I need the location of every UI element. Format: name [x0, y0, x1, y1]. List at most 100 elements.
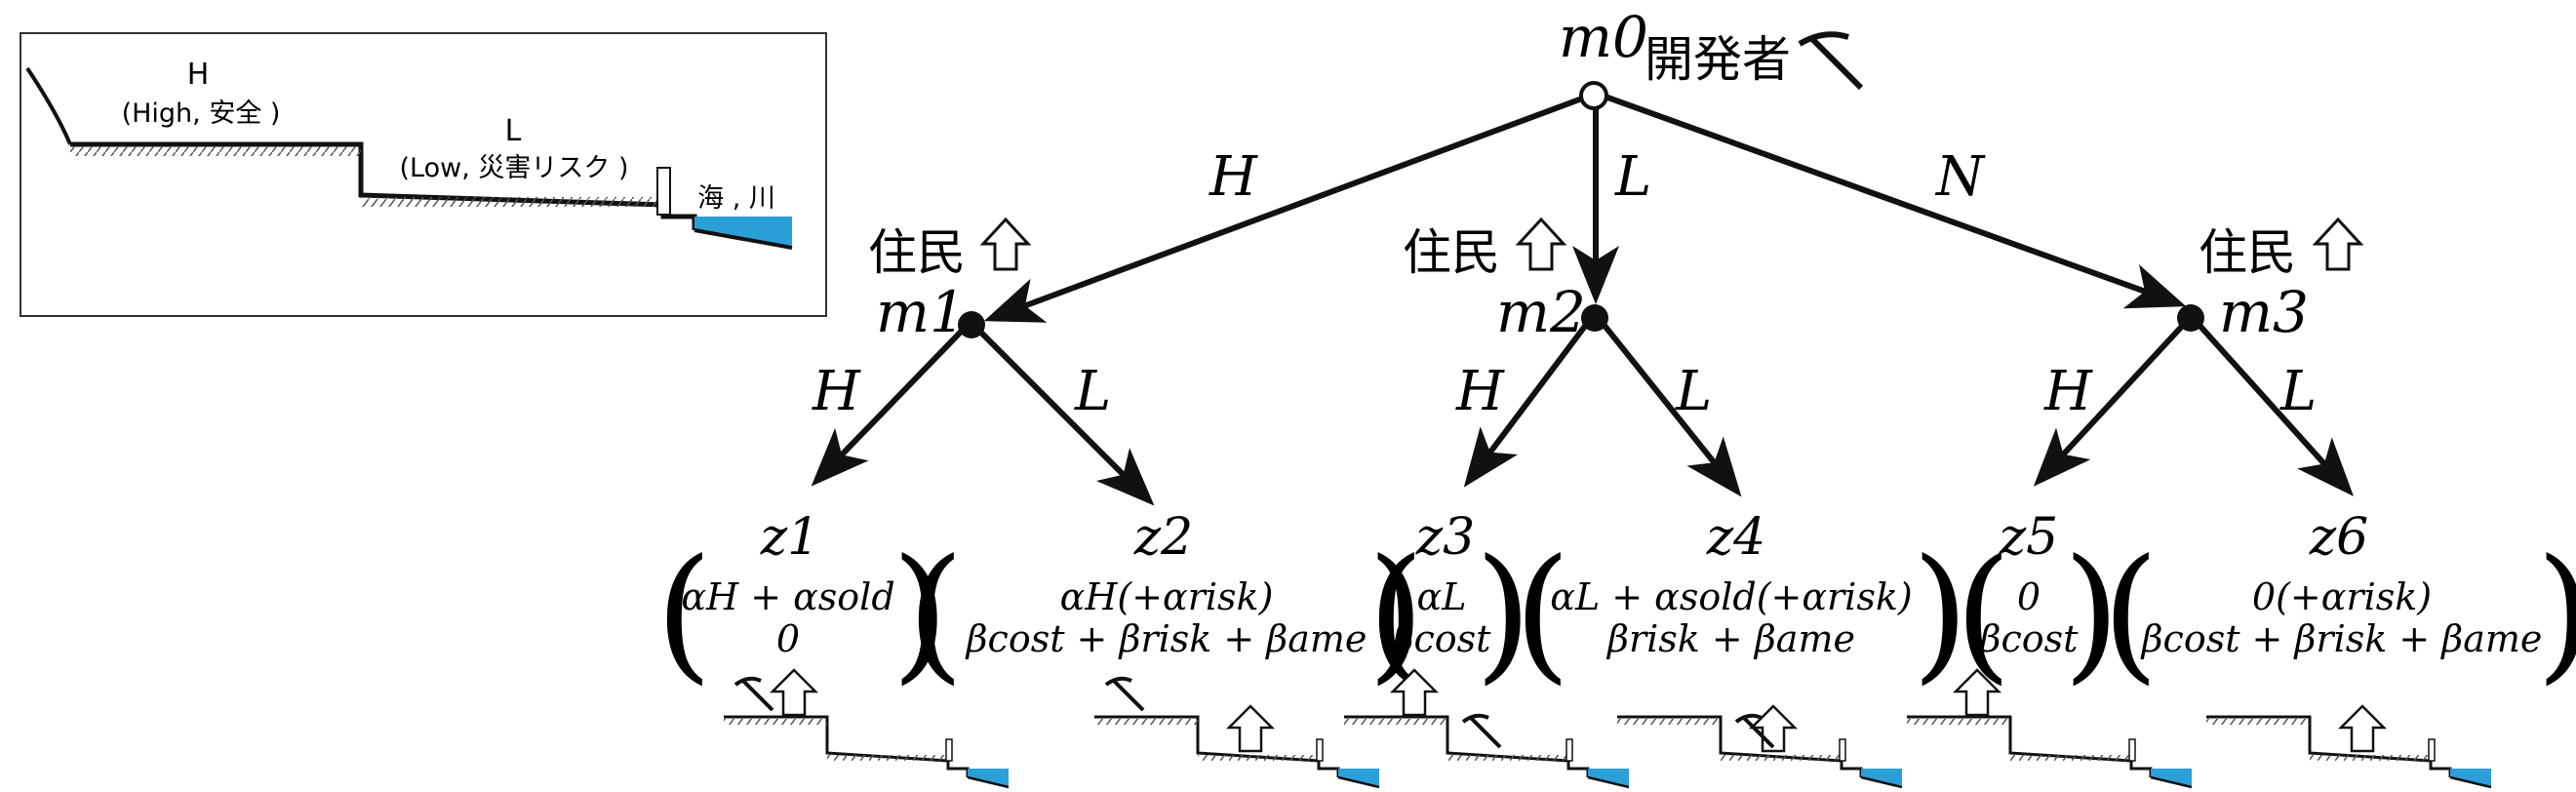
- inset-high-desc: (High, 安全 ): [122, 99, 281, 129]
- root-node: [1579, 81, 1608, 110]
- move-label-res-l: L: [1074, 360, 1111, 423]
- edge-m1-z1: [811, 322, 971, 487]
- inset-frame: [20, 32, 827, 317]
- resident-player-label: 住民: [2199, 224, 2296, 281]
- water-icon: [1338, 769, 1379, 786]
- leaf-label: z6: [2309, 508, 2368, 567]
- hill-slope: [25, 66, 72, 145]
- house-icon: [1952, 668, 2002, 717]
- payoff-resident: βcost: [1391, 617, 1492, 660]
- leaf-z4: z4 ( αL + αsold(+αrisk) βrisk + βame ): [1514, 508, 1969, 698]
- terrain-scene: [1094, 676, 1380, 789]
- node-m1: [958, 311, 985, 338]
- right-paren: ): [1912, 529, 1969, 698]
- left-paren: (: [1514, 529, 1571, 698]
- payoff-developer: αL: [1417, 575, 1467, 618]
- levee-icon: [1565, 738, 1573, 762]
- move-label-res-h: H: [812, 360, 861, 423]
- leaf-z5: z5 ( 0 βcost ): [1955, 508, 2120, 698]
- resident-player-label: 住民: [868, 224, 966, 281]
- house-icon: [1515, 217, 1567, 271]
- leaf-label: z3: [1415, 508, 1475, 567]
- resident-node-label: m2: [1496, 279, 1586, 345]
- leaf-label: z1: [760, 508, 819, 567]
- water-icon: [694, 217, 792, 246]
- pickaxe-icon: [733, 676, 762, 687]
- terrain-line: [1617, 715, 1863, 777]
- resident-player-label: 住民: [1403, 224, 1500, 281]
- leaf-label: z4: [1706, 508, 1765, 567]
- edge-m0-m3: [1601, 93, 2187, 309]
- house-icon: [1389, 668, 1440, 717]
- levee-icon: [945, 738, 953, 762]
- pickaxe-icon: [1734, 713, 1763, 724]
- tree-nodes: [958, 81, 2204, 338]
- tree-edges: [811, 93, 2355, 506]
- payoff-resident: βrisk + βame: [1605, 617, 1855, 660]
- inset-low-letter: L: [505, 114, 522, 148]
- levee-icon: [656, 167, 671, 216]
- edge-m2-z4: [1595, 315, 1742, 497]
- payoff-resident: βcost: [1978, 617, 2080, 660]
- right-paren: ): [892, 529, 949, 698]
- move-label-res-l: L: [2279, 360, 2317, 423]
- edge-m1-z2: [971, 322, 1155, 506]
- terrain-line: [724, 715, 970, 777]
- move-label-res-h: H: [2043, 360, 2093, 423]
- left-paren: (: [1955, 529, 2012, 698]
- house-icon: [2312, 217, 2364, 271]
- left-paren: (: [655, 529, 713, 698]
- payoff-developer: αH(+αrisk): [1060, 575, 1274, 618]
- node-m3: [2177, 304, 2204, 332]
- house-icon: [1748, 704, 1799, 753]
- leaf-z6: z6 ( 0(+αrisk) βcost + βrisk + βame ): [2102, 508, 2576, 698]
- root-node-label: m0: [1559, 4, 1648, 70]
- terrain-scene: [1617, 704, 1903, 789]
- resident-node-3: 住民 m3: [2199, 217, 2364, 345]
- terrain-scene: [724, 668, 1010, 789]
- levee-icon: [2128, 738, 2136, 762]
- water-icon: [1588, 769, 1629, 786]
- root-player-label: 開発者: [1645, 31, 1791, 88]
- right-paren: ): [2063, 529, 2120, 698]
- edge-m3-z5: [2033, 317, 2191, 487]
- levee-icon: [1839, 738, 1846, 762]
- node-m2: [1581, 304, 1608, 332]
- house-icon: [979, 217, 1032, 271]
- water-icon: [2450, 769, 2491, 786]
- leaf-z2: z2 ( αH(+αrisk) βcost + βrisk + βame ): [907, 508, 1425, 698]
- water-icon: [1861, 769, 1902, 786]
- pickaxe-icon: [1104, 676, 1132, 687]
- levee-icon: [2428, 738, 2436, 762]
- house-icon: [2337, 704, 2388, 753]
- pickaxe-icon: [1461, 713, 1489, 724]
- payoff-developer: αL + αsold(+αrisk): [1550, 575, 1912, 618]
- resident-node-2: 住民 m2: [1403, 217, 1586, 345]
- move-label-dev-h: H: [1209, 145, 1258, 209]
- edge-m2-z3: [1463, 315, 1595, 488]
- left-paren: (: [907, 529, 965, 698]
- house-icon: [769, 668, 819, 717]
- water-icon: [968, 769, 1009, 786]
- terrain-scene: [1907, 668, 2193, 789]
- inset-water-label: 海 , 川: [697, 183, 775, 214]
- resident-node-label: m1: [876, 279, 966, 345]
- resident-node-1: 住民 m1: [868, 217, 1032, 345]
- terrain-line: [1907, 715, 2153, 777]
- levee-icon: [1316, 738, 1324, 762]
- leaf-label: z5: [1999, 508, 2058, 567]
- payoff-developer: αH + αsold: [681, 575, 894, 618]
- payoff-developer: 0: [2017, 575, 2041, 618]
- outcome-scenes: [724, 668, 2492, 789]
- move-label-res-l: L: [1675, 360, 1712, 423]
- payoff-resident: βcost + βrisk + βame: [2140, 617, 2543, 660]
- payoff-developer: 0(+αrisk): [2252, 575, 2432, 618]
- inset-low-desc: (Low, 災害リスク ): [400, 153, 629, 183]
- terrain-scene: [1344, 668, 1630, 789]
- edge-m0-m1: [983, 93, 1592, 323]
- resident-node-label: m3: [2219, 279, 2309, 345]
- edge-m3-z6: [2192, 317, 2355, 496]
- terrain-line: [2206, 715, 2452, 777]
- inset-high-letter: H: [187, 58, 210, 92]
